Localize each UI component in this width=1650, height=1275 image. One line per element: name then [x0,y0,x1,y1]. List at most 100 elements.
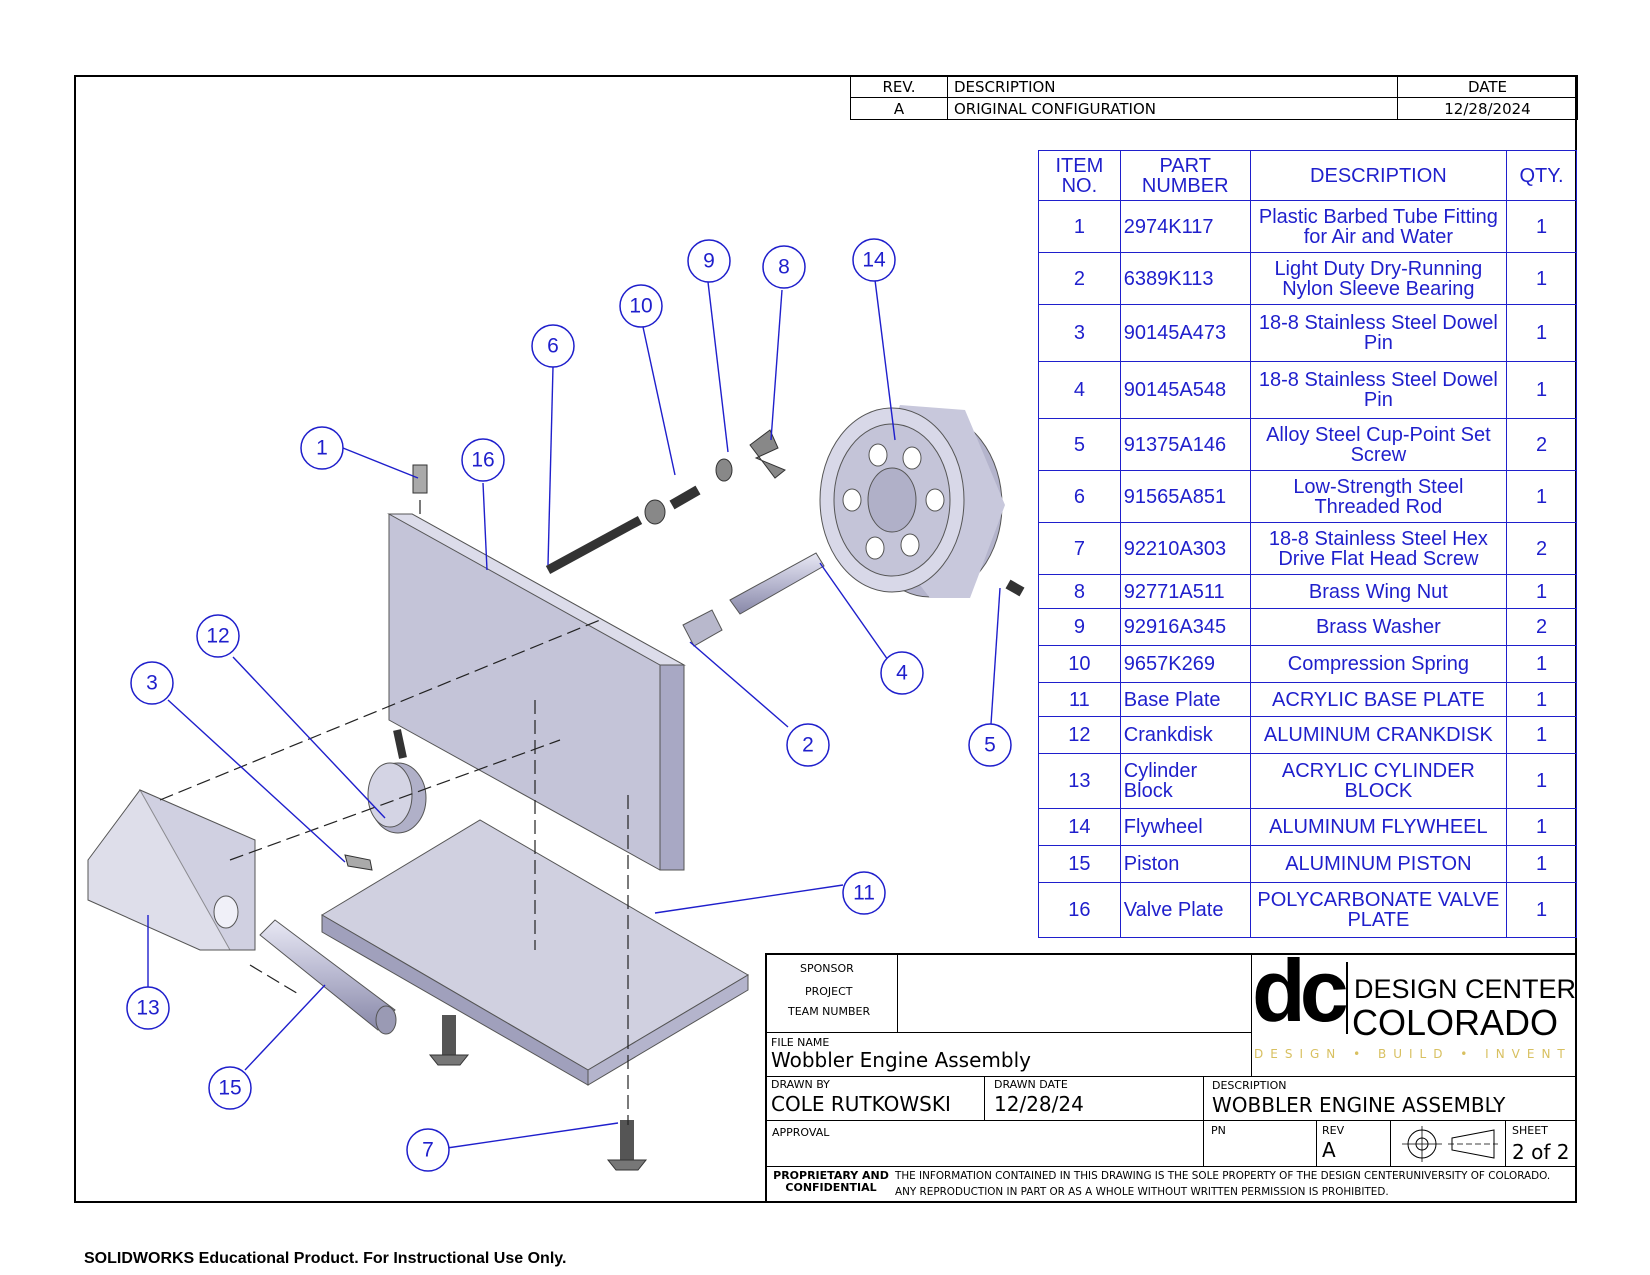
bom-qty: 1 [1506,574,1577,609]
sponsor-label: SPONSOR [800,962,854,975]
callout-11: 11 [842,871,886,915]
bom-part-number: Flywheel [1119,808,1251,846]
proprietary-text-2: ANY REPRODUCTION IN PART OR AS A WHOLE W… [895,1186,1389,1198]
callout-7: 7 [406,1128,450,1172]
callout-5: 5 [968,723,1012,767]
bom-part-number: 2974K117 [1119,200,1251,253]
bom-description: 18-8 Stainless Steel Dowel Pin [1249,304,1508,362]
callout-leaders [147,279,1001,1149]
drawn-date-value: 12/28/24 [994,1092,1084,1116]
svg-text:3: 3 [146,672,158,695]
bom-description: 18-8 Stainless Steel Dowel Pin [1249,361,1508,419]
bom-qty: 2 [1506,522,1577,575]
svg-text:8: 8 [778,256,790,279]
valve-plate-part [387,513,686,871]
bom-description: ALUMINUM FLYWHEEL [1249,808,1508,846]
file-name-value: Wobbler Engine Assembly [771,1048,1031,1072]
bom-item-no: 14 [1038,808,1121,846]
bom-part-number: Piston [1119,845,1251,883]
bom-description: Plastic Barbed Tube Fitting for Air and … [1249,200,1508,253]
team-number-label: TEAM NUMBER [788,1005,871,1018]
sheet-value: 2 of 2 [1512,1140,1570,1164]
bom-item-no: 3 [1038,304,1121,362]
crankdisk-part [367,762,427,834]
svg-text:10: 10 [629,295,652,318]
bom-qty: 2 [1506,418,1577,471]
svg-text:13: 13 [136,997,159,1020]
callout-16: 16 [461,438,505,482]
svg-text:1: 1 [316,437,328,460]
logo-line-1: DESIGN CENTER [1354,974,1577,1004]
callout-bubbles: 1 2 3 4 5 6 7 8 9 10 11 12 13 14 15 16 [126,238,1012,1172]
bom-description: Light Duty Dry-Running Nylon Sleeve Bear… [1249,252,1508,305]
bom-description: Low-Strength Steel Threaded Rod [1249,470,1508,523]
bom-description: ALUMINUM CRANKDISK [1249,716,1508,754]
callout-15: 15 [208,1066,252,1110]
piston-part [259,919,397,1035]
bom-description: ALUMINUM PISTON [1249,845,1508,883]
callout-9: 9 [687,239,731,283]
callout-1: 1 [300,426,344,470]
svg-text:9: 9 [703,250,715,273]
bom-qty: 1 [1506,716,1577,754]
callout-8: 8 [762,245,806,289]
svg-text:16: 16 [471,449,494,472]
description-value: WOBBLER ENGINE ASSEMBLY [1212,1093,1506,1117]
bom-description: Brass Wing Nut [1249,574,1508,609]
design-center-colorado-logo: dc DESIGN CENTER COLORADO DESIGN • BUILD… [1252,941,1577,1076]
project-label: PROJECT [805,985,853,998]
bom-description: Brass Washer [1249,608,1508,646]
pn-label: PN [1211,1124,1226,1137]
bom-description: POLYCARBONATE VALVE PLATE [1249,882,1508,938]
bom-qty: 1 [1506,682,1577,717]
bom-qty: 1 [1506,645,1577,683]
svg-text:12: 12 [206,625,229,648]
revision-table: REV. DESCRIPTION DATE A ORIGINAL CONFIGU… [850,75,1578,120]
bom-part-number: 90145A548 [1119,361,1251,419]
title-block [765,953,1577,1203]
rev-description-header: DESCRIPTION [947,75,1398,98]
bom-qty-header: QTY. [1506,150,1577,201]
logo-mark: dc [1252,941,1349,1040]
bom-part-number: 9657K269 [1119,645,1251,683]
rev-date: 12/28/2024 [1397,97,1578,120]
bom-qty: 1 [1506,470,1577,523]
bom-part-number: 92771A511 [1119,574,1251,609]
svg-text:7: 7 [422,1139,434,1162]
callout-14: 14 [852,238,896,282]
logo-tagline: DESIGN • BUILD • INVENT [1254,1047,1572,1061]
bom-part-header: PART NUMBER [1119,150,1251,201]
bom-description: ACRYLIC BASE PLATE [1249,682,1508,717]
explode-lines [159,500,629,1125]
callout-10: 10 [619,284,663,328]
svg-text:6: 6 [547,335,559,358]
proprietary-text-1: THE INFORMATION CONTAINED IN THIS DRAWIN… [895,1170,1551,1182]
callout-2: 2 [786,723,830,767]
svg-text:4: 4 [896,662,908,685]
bom-qty: 1 [1506,882,1577,938]
bom-part-number: 91375A146 [1119,418,1251,471]
rev-letter: A [1322,1138,1336,1162]
bom-part-number: 92916A345 [1119,608,1251,646]
solidworks-footer: SOLIDWORKS Educational Product. For Inst… [84,1250,567,1267]
bom-description-header: DESCRIPTION [1249,150,1508,201]
bom-part-number: Crankdisk [1119,716,1251,754]
drawn-by-label: DRAWN BY [771,1078,830,1091]
bom-part-number: 90145A473 [1119,304,1251,362]
callout-4: 4 [880,651,924,695]
description-label: DESCRIPTION [1212,1079,1287,1092]
bom-item-no: 2 [1038,252,1121,305]
small-parts [344,429,1025,1171]
